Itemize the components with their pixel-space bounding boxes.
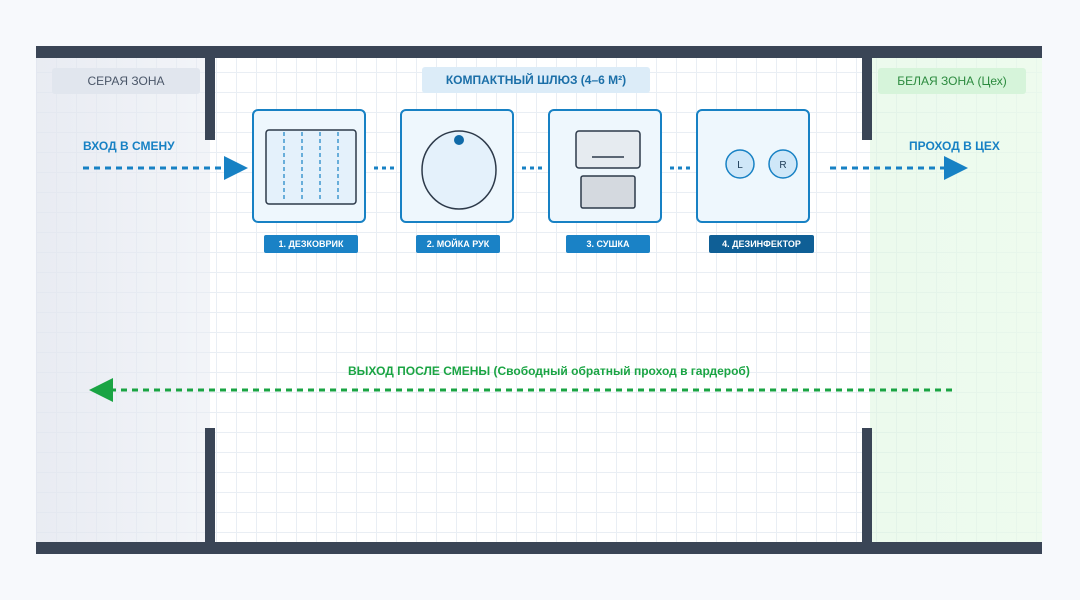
- station-disinfection-mat: [252, 109, 366, 223]
- exit-after-shift-label: ВЫХОД ПОСЛЕ СМЕНЫ (Свободный обратный пр…: [348, 364, 750, 378]
- enter-flow-arrowhead: [224, 156, 248, 180]
- pass-to-workshop-label: ПРОХОД В ЦЕХ: [909, 139, 1000, 153]
- station-disinfector: L R: [696, 109, 810, 223]
- station-hand-dryer: [548, 109, 662, 223]
- wall-top: [36, 46, 1042, 58]
- disinfection-mat-icon: [265, 129, 357, 205]
- station-tag-4: 4. ДЕЗИНФЕКТОР: [709, 235, 814, 253]
- partition-right-lower: [862, 428, 872, 554]
- grey-zone-label: СЕРАЯ ЗОНА: [52, 68, 200, 94]
- station-tag-3: 3. СУШКА: [566, 235, 650, 253]
- enter-shift-label: ВХОД В СМЕНУ: [83, 139, 175, 153]
- sluice-label: КОМПАКТНЫЙ ШЛЮЗ (4–6 М²): [422, 67, 650, 93]
- exit-flow-arrowhead: [89, 378, 113, 402]
- white-zone-area: [870, 52, 1042, 542]
- hand-sink-icon: [421, 130, 497, 210]
- disinfector-right-mark: R: [779, 160, 786, 171]
- wall-bottom: [36, 542, 1042, 554]
- station-tag-2: 2. МОЙКА РУК: [416, 235, 500, 253]
- hand-dryer-icon: [575, 130, 641, 209]
- white-zone-label: БЕЛАЯ ЗОНА (Цех): [878, 68, 1026, 94]
- partition-right-upper: [862, 46, 872, 140]
- disinfector-icon: L R: [725, 149, 798, 179]
- station-hand-sink: [400, 109, 514, 223]
- station-tag-1: 1. ДЕЗКОВРИК: [264, 235, 358, 253]
- partition-left-upper: [205, 46, 215, 140]
- pass-flow-arrowhead: [944, 156, 968, 180]
- grey-zone-area: [36, 52, 210, 542]
- partition-left-lower: [205, 428, 215, 554]
- disinfector-left-mark: L: [737, 160, 743, 171]
